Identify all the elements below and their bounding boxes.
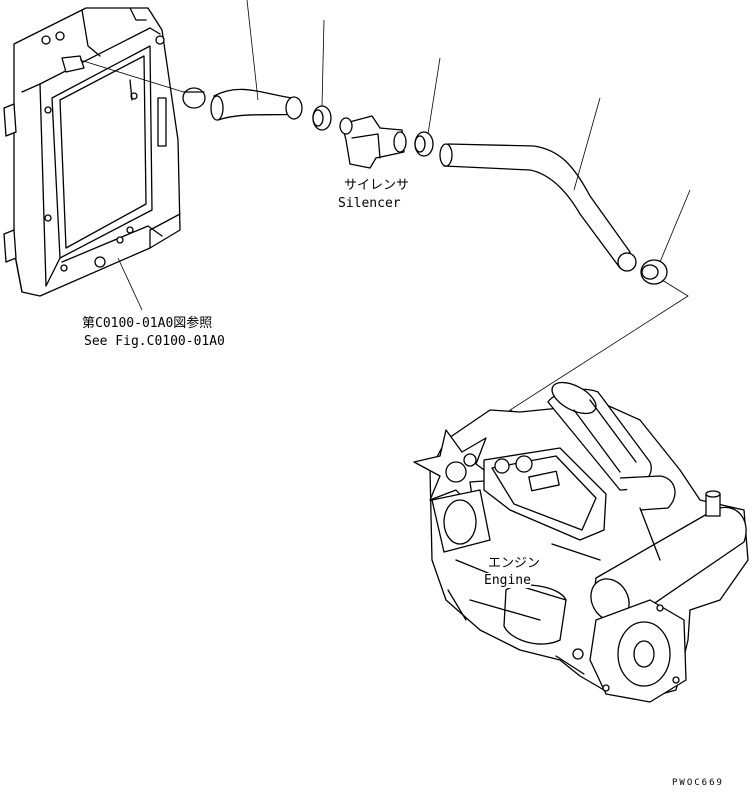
hose-clamp-2 (414, 131, 434, 157)
reference-label-jp: 第C0100-01A0図参照 (82, 316, 213, 331)
silencer-label-jp: サイレンサ (344, 178, 410, 193)
engine-label-jp: エンジン (488, 556, 541, 571)
reference-label-en: See Fig.C0100-01A0 (84, 334, 225, 349)
silencer (339, 115, 407, 169)
drawing-code: PWOC669 (672, 778, 724, 788)
hose-1 (182, 87, 303, 121)
hose-2 (439, 143, 637, 272)
engine (413, 381, 749, 703)
hose-clamp-1 (312, 105, 332, 131)
hose-clamp-3 (640, 259, 668, 285)
silencer-label-en: Silencer (338, 196, 401, 211)
radiator-frame (3, 7, 191, 297)
engine-label-en: Engine (484, 573, 531, 588)
